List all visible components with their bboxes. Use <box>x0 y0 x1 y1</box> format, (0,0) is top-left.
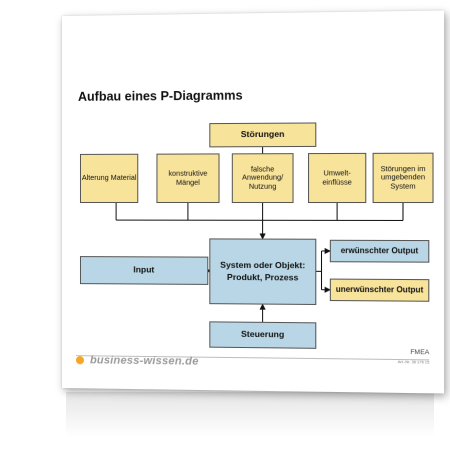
steuerung-box: Steuerung <box>209 321 317 349</box>
factor-falsche-anwendung: falsche Anwendung/ Nutzung <box>231 153 294 204</box>
logo-dot-icon <box>75 356 84 365</box>
article-number: Art.-Nr. 36 176 15 <box>397 360 430 365</box>
doc-label: FMEA <box>410 348 430 357</box>
input-box: Input <box>79 256 209 285</box>
logo-text: business-wissen.de <box>89 354 199 368</box>
factor-alterung: Alterung Material <box>79 153 139 204</box>
connector-lines <box>62 10 444 393</box>
page-reflection <box>66 392 434 437</box>
system-box: System oder Objekt: Produkt, Prozess <box>209 238 317 305</box>
brand-logo: business-wissen.de <box>75 354 199 368</box>
stoerungen-box: Störungen <box>209 122 317 148</box>
factor-umwelteinfluesse: Umwelt-einflüsse <box>308 152 367 204</box>
factor-konstruktive-maengel: konstruktive Mängel <box>156 153 220 204</box>
factor-stoerungen-system: Störungen im umgebenden System <box>372 152 434 204</box>
output-desired-box: erwünschter Output <box>329 239 430 263</box>
document-sheet: Aufbau eines P-Diagramms <box>62 10 444 393</box>
output-undesired-box: unerwünschter Output <box>329 278 430 302</box>
